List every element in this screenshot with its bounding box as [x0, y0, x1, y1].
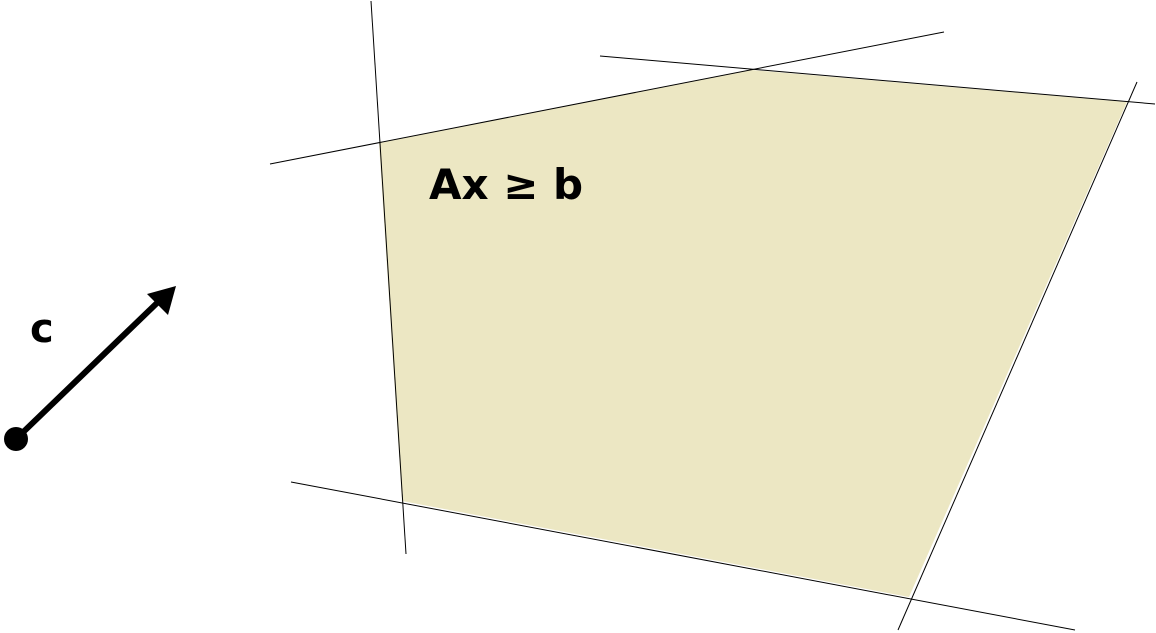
- constraint-line-right: [897, 81, 1138, 631]
- constraint-line-top-right: [599, 55, 1156, 105]
- constraint-line-bottom: [290, 481, 1076, 631]
- constraint-line-top-left: [269, 31, 945, 165]
- constraint-line-left: [370, 0, 407, 555]
- vector-c-shaft: [13, 300, 160, 442]
- vector-c-origin-dot: [4, 427, 28, 451]
- feasible-region: [379, 70, 1127, 597]
- region-label: Ax ≥ b: [429, 160, 583, 209]
- vector-c-arrowhead: [147, 286, 176, 315]
- vector-label: c: [30, 306, 54, 352]
